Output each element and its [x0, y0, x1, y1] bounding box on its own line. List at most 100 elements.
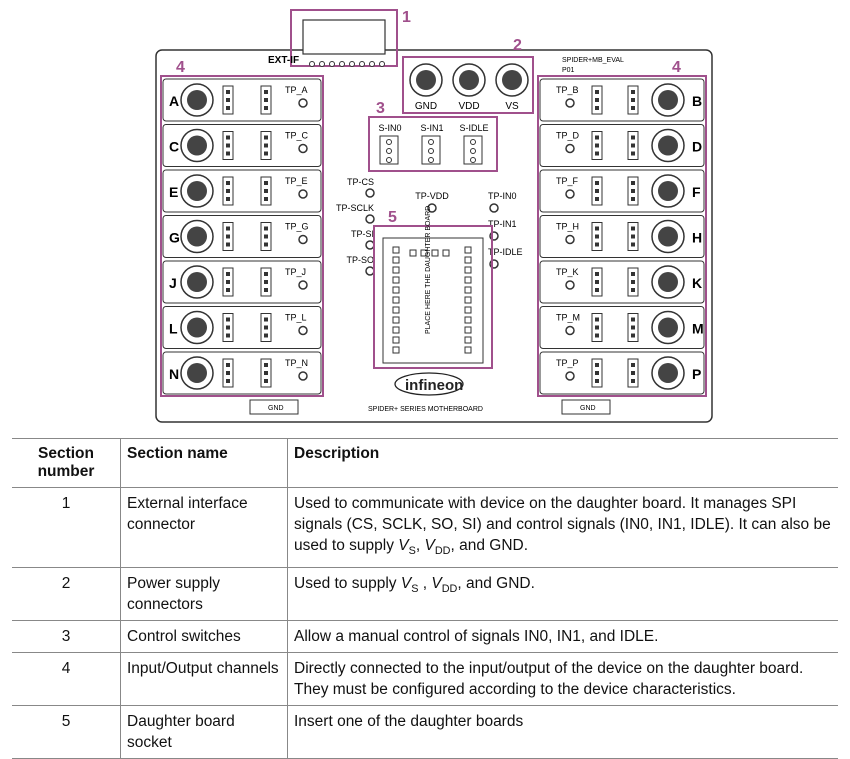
brand-logo: infineon: [405, 377, 463, 394]
row-name: Power supply connectors: [120, 567, 288, 622]
channel-jack: [187, 317, 207, 338]
ext-if-pins: [309, 61, 385, 67]
header-pin: [595, 280, 599, 284]
ext-if-pin: [329, 61, 335, 67]
ext-if-connector: [302, 19, 386, 55]
test-point: [565, 325, 575, 336]
sections-table: Section number Section name Description …: [12, 438, 838, 759]
header-pin: [595, 143, 599, 148]
header-pin: [264, 98, 268, 102]
channel-letter: H: [692, 230, 702, 246]
channel-test-point-label: TP_E: [285, 176, 308, 186]
header-pin: [631, 181, 635, 185]
gnd-connector-right: [561, 399, 611, 415]
row-number: 2: [12, 567, 121, 622]
test-point-label: TP-IN1: [488, 219, 517, 229]
socket-pin: [392, 246, 400, 254]
channel-letter: A: [169, 93, 179, 109]
table-row: 4 Input/Output channels Directly connect…: [12, 652, 838, 707]
socket-pin: [392, 296, 400, 304]
socket-pin: [392, 266, 400, 274]
channel-jack: [658, 317, 678, 338]
header-pin: [264, 135, 268, 140]
header-pin: [264, 272, 268, 276]
channel-jack: [658, 90, 678, 110]
gnd-label-left: GND: [268, 405, 284, 412]
header-pin: [226, 333, 230, 338]
header-pin: [595, 106, 599, 110]
header-pin: [631, 317, 635, 322]
header-pin: [226, 98, 230, 102]
header-pin: [631, 226, 635, 231]
header-pin: [226, 189, 230, 193]
header-pin: [631, 135, 635, 140]
socket-pin: [464, 346, 472, 354]
row-description: Allow a manual control of signals IN0, I…: [287, 620, 838, 654]
socket-pin: [392, 306, 400, 314]
switch-pin: [470, 139, 476, 145]
row-number: 1: [12, 487, 121, 569]
header-pin: [264, 234, 268, 239]
channel-letter: B: [692, 93, 702, 109]
ext-if-pin: [359, 61, 365, 67]
channel-test-point-label: TP_J: [285, 267, 306, 277]
test-point: [489, 203, 499, 213]
header-pin: [631, 197, 635, 201]
test-point: [365, 188, 375, 198]
socket-pin: [464, 326, 472, 334]
socket-pin: [464, 246, 472, 254]
channel-letter: C: [169, 139, 179, 155]
channel-letter: D: [692, 139, 702, 155]
header-pin: [264, 90, 268, 94]
header-pin: [264, 325, 268, 330]
row-name: Input/Output channels: [120, 652, 288, 707]
header-pin: [226, 143, 230, 148]
ext-if-pin: [319, 61, 325, 67]
channel-letter: E: [169, 184, 178, 200]
header-pin: [226, 242, 230, 247]
header-pin: [264, 106, 268, 110]
header-pin: [226, 197, 230, 201]
socket-pin: [464, 266, 472, 274]
socket-pin: [442, 249, 450, 257]
channel-jack: [658, 181, 678, 201]
switch-pin: [428, 157, 434, 163]
test-point-label: TP-SO: [346, 255, 374, 265]
test-point: [365, 266, 375, 276]
switch-pin: [386, 139, 392, 145]
revision-label: P01: [562, 67, 575, 74]
callout-3: 3: [376, 100, 385, 117]
header-pin: [226, 151, 230, 156]
row-name: Control switches: [120, 620, 288, 654]
test-point: [298, 371, 308, 381]
header-pin: [631, 333, 635, 338]
header-pin: [226, 90, 230, 94]
socket-pin: [464, 336, 472, 344]
channel-test-point-label: TP_D: [556, 131, 580, 141]
header-pin: [226, 280, 230, 284]
socket-pin: [409, 249, 417, 257]
header-section-number: Section number: [12, 438, 121, 488]
channel-test-point-label: TP_A: [285, 85, 308, 95]
callout-4-right: 4: [672, 59, 681, 76]
test-point: [565, 143, 575, 154]
header-pin: [264, 181, 268, 185]
channel-test-point-label: TP_K: [556, 267, 579, 277]
table-row: 2 Power supply connectors Used to supply…: [12, 567, 838, 622]
header-pin: [595, 98, 599, 102]
header-pin: [595, 288, 599, 292]
callout-2: 2: [513, 37, 522, 54]
switch-pin: [428, 139, 434, 145]
test-point: [565, 98, 575, 108]
callout-box-5: [373, 225, 493, 369]
header-pin: [631, 272, 635, 276]
power-jack: [502, 70, 522, 90]
header-pin: [226, 317, 230, 322]
left-channels-box: [160, 75, 324, 397]
channel-letter: F: [692, 184, 701, 200]
header-pin: [631, 234, 635, 239]
channel-letter: L: [169, 321, 178, 337]
switch-label: S-IN1: [420, 123, 443, 133]
